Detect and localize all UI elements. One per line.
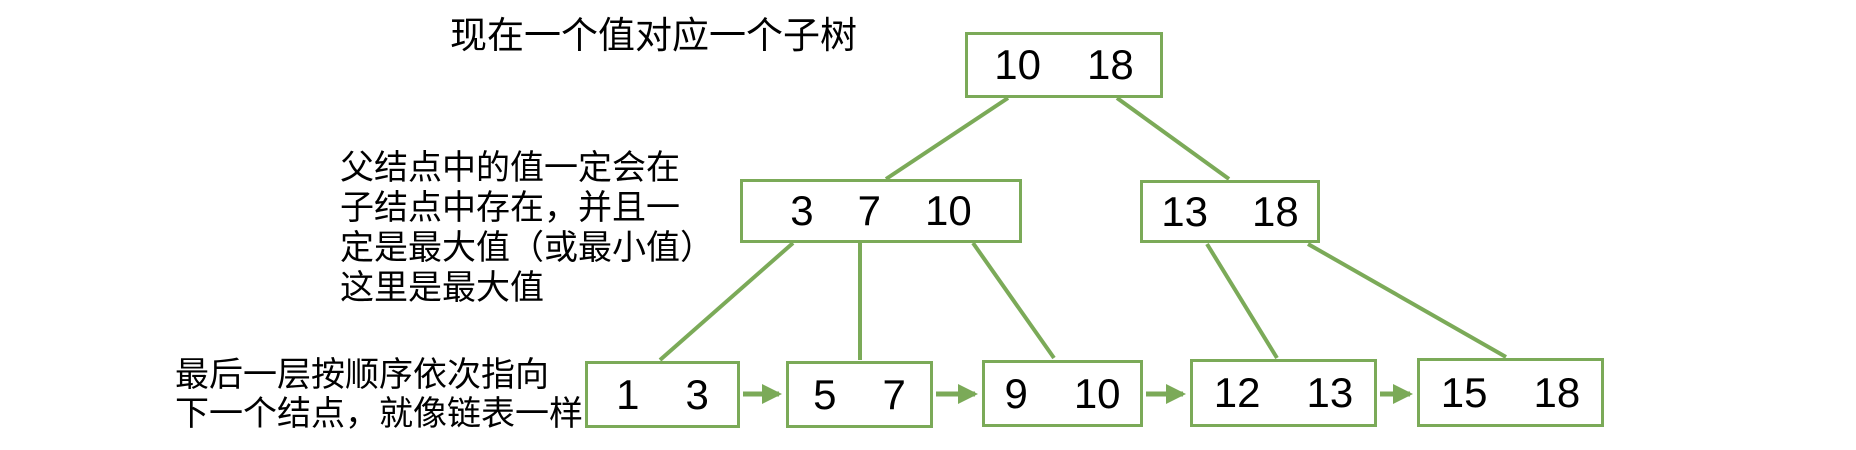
node-value: 9: [1004, 369, 1028, 417]
tree-node-internal-right: 13 18: [1140, 180, 1320, 243]
node-value: 10: [994, 41, 1041, 88]
node-value: 3: [685, 370, 709, 418]
node-value: 5: [813, 370, 837, 418]
tree-leaf-node-4: 12 13: [1190, 359, 1377, 427]
tree-leaf-node-2: 5 7: [786, 361, 933, 428]
tree-leaf-node-1: 1 3: [585, 361, 740, 428]
node-value: 7: [882, 370, 906, 418]
annotation-parent-node-rule: 父结点中的值一定会在 子结点中存在，并且一 定是最大值（或最小值） 这里是最大值: [340, 148, 714, 308]
edge-left-internal-to-leaf3: [971, 241, 1056, 360]
node-value: 18: [1252, 187, 1299, 235]
tree-leaf-node-5: 15 18: [1417, 358, 1604, 427]
tree-node-internal-left: 3 7 10: [740, 179, 1022, 243]
node-value: 18: [1533, 368, 1581, 416]
annotation-parent-line-2: 子结点中存在，并且一: [340, 189, 680, 227]
node-value: 13: [1306, 369, 1354, 416]
annotation-parent-line-1: 父结点中的值一定会在: [340, 149, 680, 187]
node-value: 10: [925, 187, 972, 234]
node-value: 10: [1073, 369, 1121, 417]
annotation-leaf-linked-list: 最后一层按顺序依次指向 下一个结点，就像链表一样: [175, 356, 583, 434]
annotation-leaf-line-1: 最后一层按顺序依次指向: [175, 356, 549, 394]
node-value: 12: [1213, 369, 1261, 416]
tree-node-root: 10 18: [965, 32, 1163, 98]
edge-root-to-right-internal: [1115, 96, 1231, 181]
node-value: 1: [616, 370, 640, 418]
node-value: 3: [790, 187, 814, 234]
edge-right-internal-to-leaf4: [1205, 242, 1279, 360]
node-value: 15: [1440, 368, 1488, 416]
annotation-one-value-one-subtree: 现在一个值对应一个子树: [450, 15, 857, 56]
edge-right-internal-to-leaf5: [1307, 242, 1507, 359]
node-value: 7: [857, 187, 881, 234]
node-value: 13: [1161, 187, 1208, 235]
tree-leaf-node-3: 9 10: [982, 360, 1143, 427]
node-value: 18: [1087, 41, 1134, 88]
edge-root-to-left-internal: [884, 96, 1010, 181]
annotation-parent-line-3: 定是最大值（或最小值）: [340, 229, 714, 267]
annotation-leaf-line-2: 下一个结点，就像链表一样: [175, 395, 583, 433]
annotation-parent-line-4: 这里是最大值: [340, 269, 544, 307]
